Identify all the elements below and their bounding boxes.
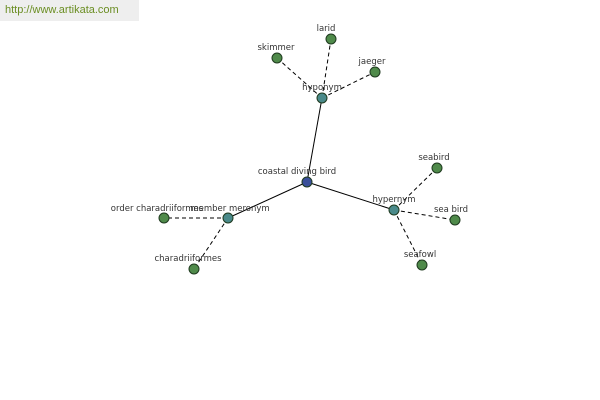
node-seafowl[interactable] (416, 259, 428, 271)
edge-hypernym-seafowl (393, 209, 423, 266)
node-hypernym[interactable] (388, 204, 400, 216)
label-sea-bird: sea bird (434, 205, 468, 215)
label-member-meronym: member meronym (190, 204, 269, 214)
node-seabird[interactable] (431, 162, 443, 174)
label-charadriiformes: charadriiformes (154, 254, 222, 264)
label-coastal-diving-bird: coastal diving bird (258, 167, 336, 177)
label-jaeger: jaeger (358, 57, 386, 67)
node-larid[interactable] (325, 33, 337, 45)
node-sea-bird[interactable] (449, 214, 461, 226)
edge-hyponym-larid (321, 38, 332, 99)
label-seafowl: seafowl (404, 250, 436, 260)
nodes (158, 33, 461, 275)
label-skimmer: skimmer (258, 43, 296, 53)
label-hypernym: hypernym (372, 195, 415, 205)
edge-hyponym-jaeger (321, 71, 376, 99)
node-hyponym[interactable] (316, 92, 328, 104)
node-jaeger[interactable] (369, 66, 381, 78)
edge-center-member-meronym (227, 181, 308, 219)
edge-meronym-charadriiformes (193, 217, 229, 270)
label-seabird: seabird (418, 153, 449, 163)
node-coastal-diving-bird[interactable] (301, 176, 313, 188)
edges (164, 38, 456, 270)
edge-hypernym-sea-bird (393, 209, 456, 221)
watermark-link[interactable]: http://www.artikata.com (0, 0, 139, 21)
edge-center-hyponym (306, 97, 323, 183)
node-order-charadriiformes[interactable] (158, 212, 170, 224)
label-hyponym: hyponym (302, 83, 342, 93)
edge-hypernym-seabird (393, 167, 438, 211)
node-skimmer[interactable] (271, 52, 283, 64)
label-larid: larid (317, 24, 336, 34)
edge-center-hypernym (306, 181, 395, 211)
label-order-charadriiformes: order charadriiformes (111, 204, 204, 214)
node-charadriiformes[interactable] (188, 263, 200, 275)
edge-hyponym-skimmer (276, 57, 323, 99)
labels: coastal diving bird hyponym hypernym mem… (111, 24, 468, 264)
node-member-meronym[interactable] (222, 212, 234, 224)
